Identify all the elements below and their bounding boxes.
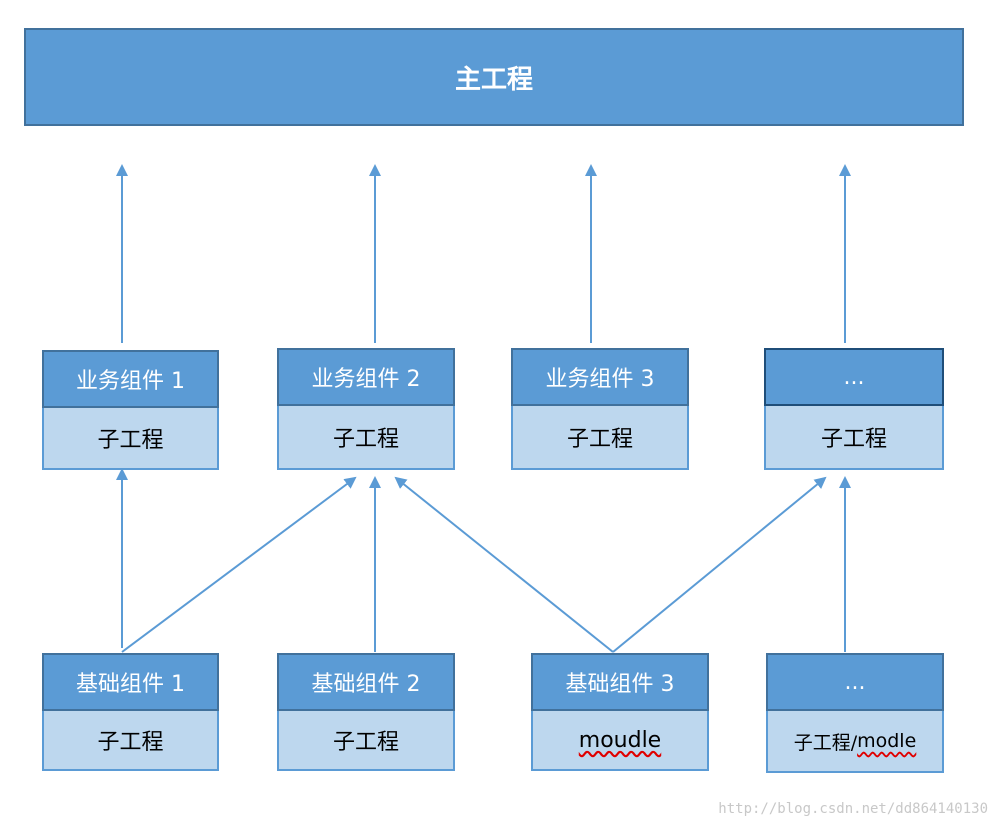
business-component-4: ... 子工程: [764, 348, 944, 470]
base-component-2-label: 基础组件 2: [311, 672, 421, 697]
arrow-base3-to-business4: [612, 476, 827, 653]
arrow-base3-to-business2: [394, 476, 614, 653]
base-component-3-sub: moudle: [531, 711, 709, 771]
main-project-label: 主工程: [454, 64, 533, 95]
business-component-1-sub: 子工程: [42, 408, 219, 470]
base-component-3: 基础组件 3 moudle: [531, 653, 709, 771]
watermark: http://blog.csdn.net/dd864140130: [718, 801, 988, 817]
business-component-1-sub-label: 子工程: [97, 428, 164, 453]
base-component-3-label: 基础组件 3: [565, 672, 675, 697]
base-component-2-sub: 子工程: [277, 711, 455, 771]
base-component-4-sub-suffix: modle: [857, 730, 917, 752]
business-component-2: 业务组件 2 子工程: [277, 348, 455, 470]
business-component-4-sub-label: 子工程: [820, 427, 887, 452]
business-component-1: 业务组件 1 子工程: [42, 350, 219, 470]
base-component-4-sub: 子工程/modle: [766, 711, 944, 773]
business-component-2-header: 业务组件 2: [277, 348, 455, 406]
business-component-3-header: 业务组件 3: [511, 348, 689, 406]
base-component-1: 基础组件 1 子工程: [42, 653, 219, 771]
base-component-4-label: ...: [844, 669, 866, 695]
base-component-3-sub-label: moudle: [578, 727, 662, 753]
base-component-2: 基础组件 2 子工程: [277, 653, 455, 771]
business-component-1-header: 业务组件 1: [42, 350, 219, 408]
business-component-2-sub-label: 子工程: [332, 427, 399, 452]
business-component-3-sub: 子工程: [511, 406, 689, 470]
business-component-2-sub: 子工程: [277, 406, 455, 470]
base-component-3-header: 基础组件 3: [531, 653, 709, 711]
base-component-1-sub: 子工程: [42, 711, 219, 771]
base-component-4-header: ...: [766, 653, 944, 711]
business-component-1-label: 业务组件 1: [76, 369, 185, 394]
business-component-3-label: 业务组件 3: [545, 367, 655, 392]
base-component-2-header: 基础组件 2: [277, 653, 455, 711]
business-component-3-sub-label: 子工程: [566, 427, 633, 452]
base-component-1-sub-label: 子工程: [97, 730, 164, 755]
business-component-4-sub: 子工程: [764, 406, 944, 470]
business-component-4-header: ...: [764, 348, 944, 406]
main-project-box: 主工程: [24, 28, 964, 126]
business-component-2-label: 业务组件 2: [311, 367, 421, 392]
base-component-1-header: 基础组件 1: [42, 653, 219, 711]
base-component-1-label: 基础组件 1: [76, 672, 185, 697]
base-component-2-sub-label: 子工程: [332, 730, 399, 755]
arrow-base1-to-business2: [121, 476, 357, 653]
base-component-4: ... 子工程/modle: [766, 653, 944, 773]
base-component-4-sub-prefix: 子工程/: [793, 731, 858, 754]
business-component-4-label: ...: [843, 364, 865, 390]
business-component-3: 业务组件 3 子工程: [511, 348, 689, 470]
